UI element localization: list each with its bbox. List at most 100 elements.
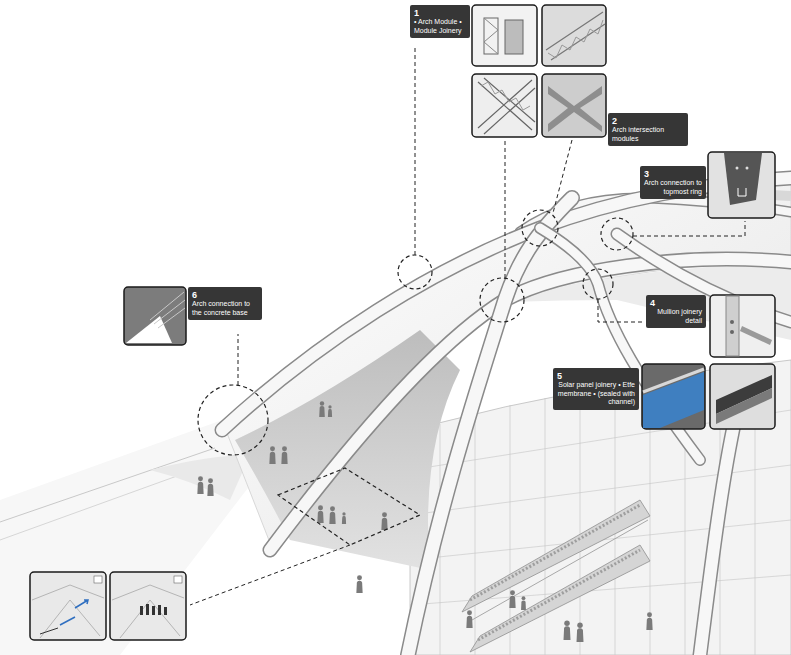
ground <box>0 448 215 522</box>
detail-thumbnails <box>708 152 775 218</box>
detail-thumbnails <box>152 606 155 615</box>
leader-lines <box>415 46 416 255</box>
detail-thumbnails <box>158 605 161 615</box>
people <box>329 506 335 524</box>
arches <box>408 198 572 655</box>
detail-thumbnails <box>30 5 775 640</box>
ground <box>150 455 250 500</box>
detail-thumbnails <box>150 292 185 328</box>
callout-tag: 3Arch connection to topmost ring <box>640 166 706 199</box>
glass-wall <box>510 405 511 655</box>
people <box>521 596 526 610</box>
detail-thumbnails <box>542 74 606 137</box>
callout-label: Arch connection to topmost ring <box>644 179 702 196</box>
people <box>356 575 362 593</box>
detail-thumbnails <box>710 364 775 429</box>
people <box>207 478 213 496</box>
detail-thumbnails <box>730 330 734 334</box>
escalators <box>470 505 640 600</box>
detail-thumbnails <box>174 576 182 583</box>
callout-circles <box>522 210 558 246</box>
leader-lines <box>598 299 642 322</box>
detail-thumbnails <box>726 296 739 356</box>
callout-label: Arch connection to the concrete base <box>192 300 258 317</box>
callout-number: 2 <box>612 116 684 126</box>
leader-lines <box>238 334 239 385</box>
detail-thumbnails <box>140 604 167 615</box>
callout-tag: 5Solar panel joinery • Etfe membrane • (… <box>553 368 639 410</box>
glass-wall <box>580 391 581 655</box>
detail-thumbnails <box>548 86 602 132</box>
people <box>197 476 203 494</box>
escalators <box>472 520 648 620</box>
detail-thumbnails <box>40 628 58 634</box>
detail-thumbnails <box>724 153 762 205</box>
detail-thumbnails <box>126 316 172 343</box>
detail-thumbnails <box>642 364 705 429</box>
arches <box>700 420 735 655</box>
callout-circles <box>601 218 633 250</box>
callout-circles <box>278 468 420 545</box>
callout-number: 5 <box>557 371 635 381</box>
detail-thumbnails <box>140 606 143 615</box>
leader-lines <box>505 140 506 278</box>
callout-label: Arch intersection modules <box>612 126 684 143</box>
callout-label: Solar panel joinery • Etfe membrane • (s… <box>557 381 635 407</box>
escalators <box>478 550 640 640</box>
callout-tag: 4Mullion joinery detail <box>646 295 706 328</box>
callout-label: Mullion joinery detail <box>650 308 702 325</box>
detail-thumbnails <box>738 188 746 196</box>
callout-number: 3 <box>644 169 702 179</box>
detail-thumbnails <box>710 295 775 357</box>
leader-lines <box>633 221 745 236</box>
detail-thumbnails <box>472 5 537 66</box>
detail-thumbnails <box>643 369 704 392</box>
detail-thumbnails <box>505 20 523 54</box>
detail-thumbnails <box>164 607 167 615</box>
detail-thumbnails <box>546 12 605 60</box>
detail-thumbnails <box>736 167 739 170</box>
glass-wall <box>545 398 546 655</box>
people <box>317 505 323 523</box>
leader-lines <box>553 140 572 213</box>
arches <box>700 420 735 655</box>
escalators <box>470 545 650 652</box>
detail-thumbnails <box>740 326 772 345</box>
detail-thumbnails <box>112 585 184 638</box>
callout-tag: 2Arch intersection modules <box>608 113 688 146</box>
leader-lines <box>190 46 745 605</box>
callout-circles <box>480 278 524 322</box>
escalators <box>462 500 650 652</box>
detail-thumbnails <box>542 5 606 66</box>
people <box>577 622 584 642</box>
callout-circles <box>398 255 432 289</box>
detail-thumbnails <box>30 572 106 640</box>
detail-thumbnails <box>478 78 535 134</box>
detail-thumbnails <box>746 167 749 170</box>
people <box>319 401 325 417</box>
detail-thumbnails <box>60 600 88 625</box>
callout-tag: 6Arch connection to the concrete base <box>188 287 262 320</box>
callout-tag: 1• Arch Module • Module Joinery <box>410 5 470 38</box>
detail-thumbnails <box>124 287 186 345</box>
detail-thumbnails <box>110 572 186 640</box>
arches <box>408 198 572 655</box>
callout-number: 4 <box>650 298 702 308</box>
detail-thumbnails <box>730 320 734 324</box>
people <box>564 620 571 640</box>
arches <box>222 178 791 655</box>
people <box>269 446 275 464</box>
glass-wall <box>410 465 791 515</box>
detail-thumbnails <box>32 585 104 638</box>
people <box>509 590 515 608</box>
detail-thumbnails <box>548 20 603 58</box>
detail-thumbnails <box>472 74 537 137</box>
leader-lines <box>190 545 350 605</box>
callout-label: • Arch Module • Module Joinery <box>414 18 466 35</box>
people <box>197 401 652 642</box>
people <box>328 405 332 417</box>
detail-thumbnails <box>484 18 498 54</box>
detail-thumbnails <box>94 576 102 583</box>
callout-circles <box>583 269 613 299</box>
